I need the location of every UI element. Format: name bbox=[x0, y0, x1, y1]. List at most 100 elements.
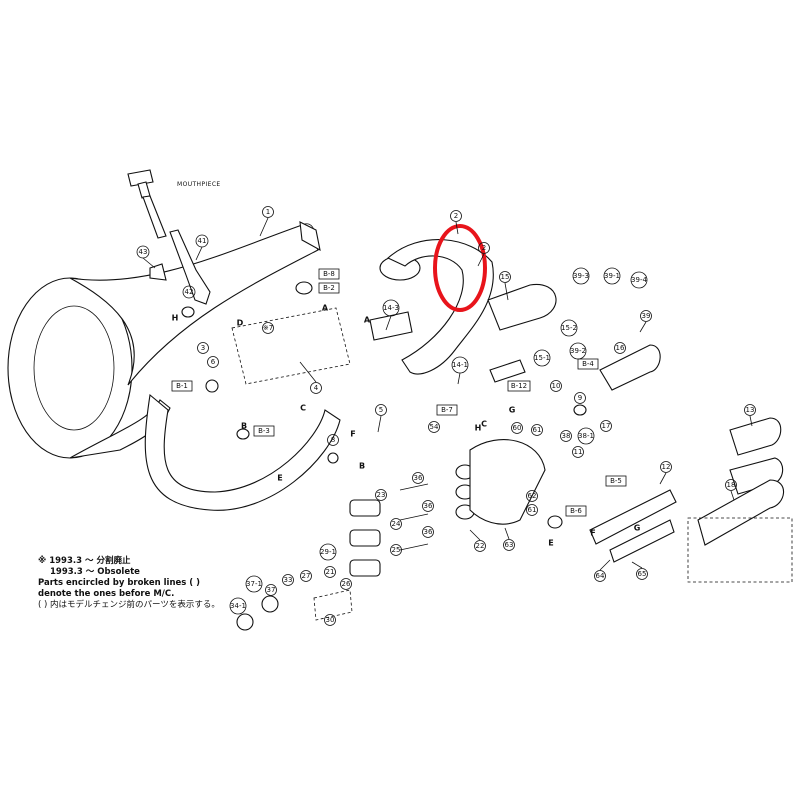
label-b8: B-8 bbox=[318, 268, 340, 280]
svg-text:33: 33 bbox=[284, 576, 293, 584]
label-39-3: 39-3 bbox=[572, 267, 590, 285]
svg-text:36: 36 bbox=[424, 502, 433, 510]
svg-text:26: 26 bbox=[342, 580, 351, 588]
svg-text:15-1: 15-1 bbox=[534, 354, 550, 362]
label-22: 22 bbox=[474, 540, 486, 552]
note-line-3: Parts encircled by broken lines ( ) bbox=[38, 578, 201, 588]
label-23: 23 bbox=[375, 489, 387, 501]
label-39-2: 39-2 bbox=[569, 342, 587, 360]
part-number-labels: 1 2 2 41 43 42 ※7 3 6 4 5 8 14-3 14-1 15… bbox=[136, 206, 756, 626]
svg-text:H: H bbox=[475, 424, 482, 433]
label-4: 4 bbox=[310, 382, 322, 394]
label-9: 9 bbox=[574, 392, 586, 404]
svg-text:B-3: B-3 bbox=[258, 427, 270, 435]
label-36a: 36 bbox=[412, 472, 424, 484]
label-61b: 61 bbox=[526, 504, 538, 516]
svg-text:E: E bbox=[548, 539, 553, 548]
label-39-1: 39-1 bbox=[603, 267, 621, 285]
svg-text:B-1: B-1 bbox=[176, 382, 188, 390]
screw-labels: B-8 B-2 B-1 B-3 B-7 B-12 B-4 B-5 B-6 bbox=[171, 268, 627, 517]
svg-text:※7: ※7 bbox=[263, 324, 273, 332]
label-30: 30 bbox=[324, 614, 336, 626]
label-37-1: 37-1 bbox=[245, 575, 263, 593]
notes-block: ※ 1993.3 ～ 分割廃止 1993.3 ～ Obsolete Parts … bbox=[38, 556, 220, 611]
svg-text:25: 25 bbox=[392, 546, 401, 554]
svg-text:4: 4 bbox=[314, 384, 319, 392]
label-b1: B-1 bbox=[171, 380, 193, 392]
svg-text:37: 37 bbox=[267, 586, 276, 594]
label-63: 63 bbox=[503, 539, 515, 551]
label-12: 12 bbox=[660, 461, 672, 473]
letter-callouts: H D A A C F B B E C G H E F G bbox=[172, 304, 641, 548]
svg-text:36: 36 bbox=[414, 474, 423, 482]
svg-text:36: 36 bbox=[424, 528, 433, 536]
svg-text:5: 5 bbox=[379, 406, 383, 414]
svg-text:30: 30 bbox=[326, 616, 335, 624]
svg-text:F: F bbox=[590, 529, 595, 538]
svg-text:29-1: 29-1 bbox=[320, 548, 336, 556]
svg-text:2: 2 bbox=[454, 212, 458, 220]
label-62: 62 bbox=[526, 490, 538, 502]
valve-slides bbox=[487, 283, 785, 563]
svg-text:D: D bbox=[237, 319, 244, 328]
svg-text:23: 23 bbox=[377, 491, 386, 499]
label-b3: B-3 bbox=[253, 425, 275, 437]
label-42: 42 bbox=[182, 285, 196, 299]
label-60: 60 bbox=[511, 422, 523, 434]
svg-text:39-1: 39-1 bbox=[604, 272, 620, 280]
label-7: ※7 bbox=[262, 322, 274, 334]
svg-text:34-1: 34-1 bbox=[230, 602, 246, 610]
label-15: 15 bbox=[499, 271, 511, 283]
svg-text:A: A bbox=[322, 304, 329, 313]
svg-text:39-3: 39-3 bbox=[573, 272, 589, 280]
svg-text:B-7: B-7 bbox=[441, 406, 453, 414]
svg-text:60: 60 bbox=[513, 424, 522, 432]
svg-text:64: 64 bbox=[596, 572, 605, 580]
main-tuning-slide bbox=[299, 221, 494, 375]
svg-text:43: 43 bbox=[139, 248, 148, 256]
svg-text:B-4: B-4 bbox=[582, 360, 594, 368]
label-36c: 36 bbox=[422, 526, 434, 538]
svg-text:E: E bbox=[277, 474, 282, 483]
label-37: 37 bbox=[265, 584, 277, 596]
svg-text:C: C bbox=[481, 420, 487, 429]
label-36b: 36 bbox=[422, 500, 434, 512]
note-line-5: ( ) 内はモデルチェンジ前のパーツを表示する。 bbox=[38, 600, 220, 610]
obsolete-parts-outlines bbox=[231, 307, 793, 621]
svg-text:17: 17 bbox=[602, 422, 611, 430]
label-b5: B-5 bbox=[605, 475, 627, 487]
svg-text:24: 24 bbox=[392, 520, 401, 528]
mouthpiece-leadpipe bbox=[127, 169, 211, 305]
label-39: 39 bbox=[640, 310, 652, 322]
svg-text:H: H bbox=[172, 314, 179, 323]
svg-text:3: 3 bbox=[201, 344, 205, 352]
svg-text:54: 54 bbox=[430, 423, 439, 431]
highlight-circle bbox=[433, 224, 487, 312]
svg-text:1: 1 bbox=[266, 208, 270, 216]
svg-text:21: 21 bbox=[326, 568, 335, 576]
svg-text:39-2: 39-2 bbox=[570, 347, 586, 355]
label-38-1: 38-1 bbox=[577, 427, 595, 445]
label-39-4: 39-4 bbox=[630, 271, 647, 289]
label-b6: B-6 bbox=[565, 505, 587, 517]
svg-text:39-4: 39-4 bbox=[631, 276, 647, 284]
label-26: 26 bbox=[340, 578, 352, 590]
label-21: 21 bbox=[324, 566, 336, 578]
svg-text:39: 39 bbox=[642, 312, 651, 320]
label-13: 13 bbox=[744, 404, 756, 416]
bell-section bbox=[7, 223, 341, 511]
label-33: 33 bbox=[282, 574, 294, 586]
label-1: 1 bbox=[262, 206, 274, 218]
svg-text:B-2: B-2 bbox=[323, 284, 335, 292]
svg-text:42: 42 bbox=[185, 288, 194, 296]
svg-text:G: G bbox=[634, 524, 641, 533]
label-61a: 61 bbox=[531, 424, 543, 436]
label-15-1: 15-1 bbox=[533, 349, 551, 367]
svg-text:B-5: B-5 bbox=[610, 477, 622, 485]
mouthpiece-label: MOUTHPIECE bbox=[177, 181, 221, 188]
svg-text:13: 13 bbox=[746, 406, 755, 414]
label-54: 54 bbox=[428, 421, 440, 433]
label-16: 16 bbox=[614, 342, 626, 354]
label-b12: B-12 bbox=[507, 380, 531, 392]
